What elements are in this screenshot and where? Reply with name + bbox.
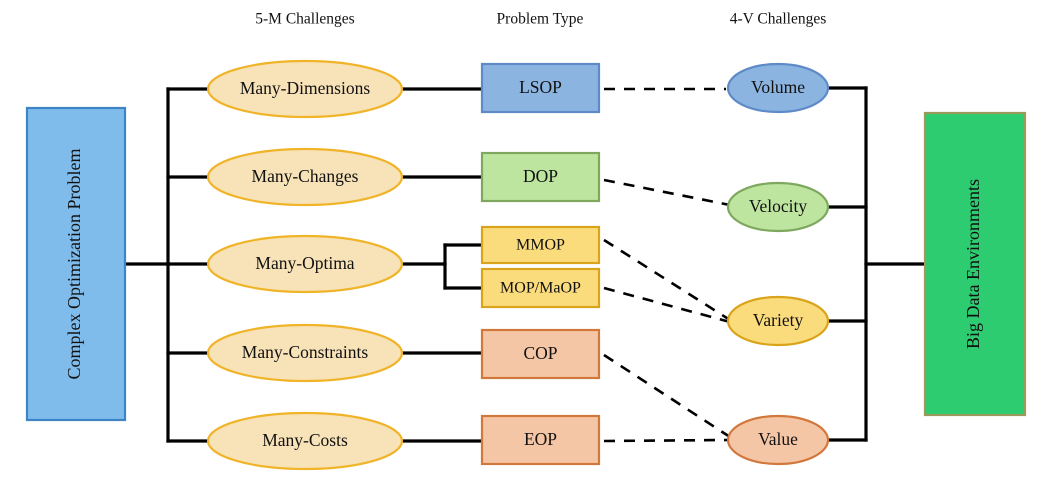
challenge-node-group: Many-DimensionsMany-ChangesMany-OptimaMa… xyxy=(206,59,404,471)
problem-type-node-group: LSOP DOP MMOP MOP/MaOP COP EOP xyxy=(480,62,601,466)
problem-type-cop-label: COP xyxy=(523,343,557,363)
root-label: Complex Optimization Problem xyxy=(64,149,84,380)
node-lsop[interactable]: LSOP xyxy=(480,62,601,114)
problem-type-lsop-shape xyxy=(480,62,601,114)
node-many-optima[interactable]: Many-Optima xyxy=(206,234,404,294)
problem-type-eop-shape xyxy=(480,414,601,466)
node-many-constraints[interactable]: Many-Constraints xyxy=(206,323,404,383)
node-many-costs[interactable]: Many-Costs xyxy=(206,411,404,471)
node-mop-maop[interactable]: MOP/MaOP xyxy=(480,267,601,309)
v-challenge-value-shape xyxy=(726,414,830,466)
sink-shape xyxy=(923,111,1027,417)
challenge-many-costs-shape xyxy=(206,411,404,471)
challenge-many-constraints-shape xyxy=(206,323,404,383)
challenge-many-costs-label: Many-Costs xyxy=(262,430,348,450)
node-complex-optimization-problem[interactable]: Complex Optimization Problem xyxy=(25,106,127,422)
v-challenge-volume-label: Volume xyxy=(751,77,805,97)
node-cop[interactable]: COP xyxy=(480,328,601,380)
node-many-changes[interactable]: Many-Changes xyxy=(206,147,404,207)
node-value[interactable]: Value xyxy=(726,414,830,466)
solid-connector-group xyxy=(123,86,927,443)
challenge-many-changes-shape xyxy=(206,147,404,207)
node-velocity[interactable]: Velocity xyxy=(726,181,830,233)
challenge-many-constraints-label: Many-Constraints xyxy=(242,342,369,362)
node-many-dimensions[interactable]: Many-Dimensions xyxy=(206,59,404,119)
problem-type-mop-maop-label: MOP/MaOP xyxy=(500,280,581,297)
challenge-many-dimensions-label: Many-Dimensions xyxy=(240,78,370,98)
header-col-problem-type: Problem Type xyxy=(497,11,584,28)
problem-type-dop-label: DOP xyxy=(523,166,558,186)
sink-node-group: Big Data Environments xyxy=(923,111,1027,417)
node-dop[interactable]: DOP xyxy=(480,151,601,203)
problem-type-mmop-label: MMOP xyxy=(516,237,565,254)
problem-type-mop-maop-shape xyxy=(480,267,601,309)
challenge-many-dimensions-shape xyxy=(206,59,404,119)
v-challenge-variety-shape xyxy=(726,295,830,347)
dashed-connector-mopmaop-variety xyxy=(603,286,731,324)
node-big-data-environments[interactable]: Big Data Environments xyxy=(923,111,1027,417)
node-eop[interactable]: EOP xyxy=(480,414,601,466)
problem-type-lsop-label: LSOP xyxy=(519,77,562,97)
v-challenge-volume-shape xyxy=(726,62,830,114)
problem-type-mmop-shape xyxy=(480,225,601,265)
root-node-group: Complex Optimization Problem xyxy=(25,106,127,422)
dashed-connector-dop-velocity xyxy=(603,178,731,207)
node-volume[interactable]: Volume xyxy=(726,62,830,114)
header-col-5m: 5-M Challenges xyxy=(255,11,354,28)
challenge-many-changes-label: Many-Changes xyxy=(252,166,359,186)
problem-type-cop-shape xyxy=(480,328,601,380)
challenge-many-optima-shape xyxy=(206,234,404,294)
dashed-connector-group xyxy=(603,87,731,443)
dashed-connector-cop-value xyxy=(603,353,731,439)
node-variety[interactable]: Variety xyxy=(726,295,830,347)
problem-type-dop-shape xyxy=(480,151,601,203)
problem-type-eop-label: EOP xyxy=(524,429,557,449)
v-challenge-value-label: Value xyxy=(758,429,798,449)
node-mmop[interactable]: MMOP xyxy=(480,225,601,265)
sink-label: Big Data Environments xyxy=(963,179,983,349)
v-challenge-velocity-shape xyxy=(726,181,830,233)
dashed-connector-eop-value xyxy=(603,438,729,443)
column-header-group: 5-M Challenges Problem Type 4-V Challenges xyxy=(255,11,826,28)
dashed-connector-mmop-variety xyxy=(603,238,731,322)
header-col-4v: 4-V Challenges xyxy=(730,11,827,28)
root-shape xyxy=(25,106,127,422)
v-challenge-velocity-label: Velocity xyxy=(749,196,808,216)
challenge-many-optima-label: Many-Optima xyxy=(255,253,354,273)
v-challenge-variety-label: Variety xyxy=(753,310,804,330)
